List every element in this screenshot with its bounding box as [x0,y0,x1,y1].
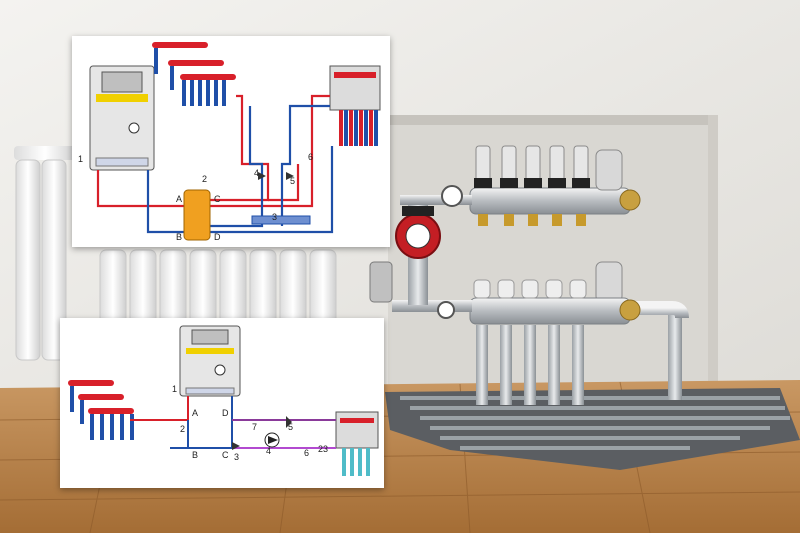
valve-icons [258,172,294,180]
mixing-unit-diagram: 1 2 3 4 5 6 7 A B C D 23 [60,318,384,488]
label-4: 4 [266,446,271,456]
radiator [14,146,337,361]
pump-icons [232,416,292,450]
manifold-bar [251,215,311,225]
port-b-label: B [176,232,182,242]
temp-value: 23 [318,444,328,454]
label-2: 2 [202,174,207,184]
label-6: 6 [304,448,309,458]
port-d-label: D [222,408,229,418]
label-1: 1 [172,384,177,394]
top-schematic: 1 2 3 4 5 6 A B C D [78,42,381,242]
floor-manifold-icon [329,65,381,146]
label-2: 2 [180,424,185,434]
hydraulic-separator-icon [183,189,211,241]
port-a-label: A [176,194,182,204]
return-pipes [146,104,334,234]
radiator-group-icon [68,380,134,440]
boiler-unit [89,65,155,171]
label-7: 7 [252,422,257,432]
label-3: 3 [272,212,277,222]
manifold-assembly [369,145,689,405]
port-b-label: B [192,450,198,460]
bottom-schematic: 1 2 3 4 5 6 7 A B C D 23 [68,325,379,476]
boiler-unit [179,325,241,397]
port-c-label: C [214,194,221,204]
circuit-pipes [130,396,336,449]
port-d-label: D [214,232,221,242]
hydraulic-separator-diagram: 1 2 3 4 5 6 A B C D [72,36,390,247]
label-4: 4 [254,168,259,178]
label-5: 5 [290,176,295,186]
label-5: 5 [288,422,293,432]
floor-manifold-icon [335,411,379,476]
label-6: 6 [308,152,313,162]
radiator-group-icon [152,42,236,106]
label-3: 3 [234,452,239,462]
label-1: 1 [78,154,83,164]
port-a-label: A [192,408,198,418]
port-c-label: C [222,450,229,460]
